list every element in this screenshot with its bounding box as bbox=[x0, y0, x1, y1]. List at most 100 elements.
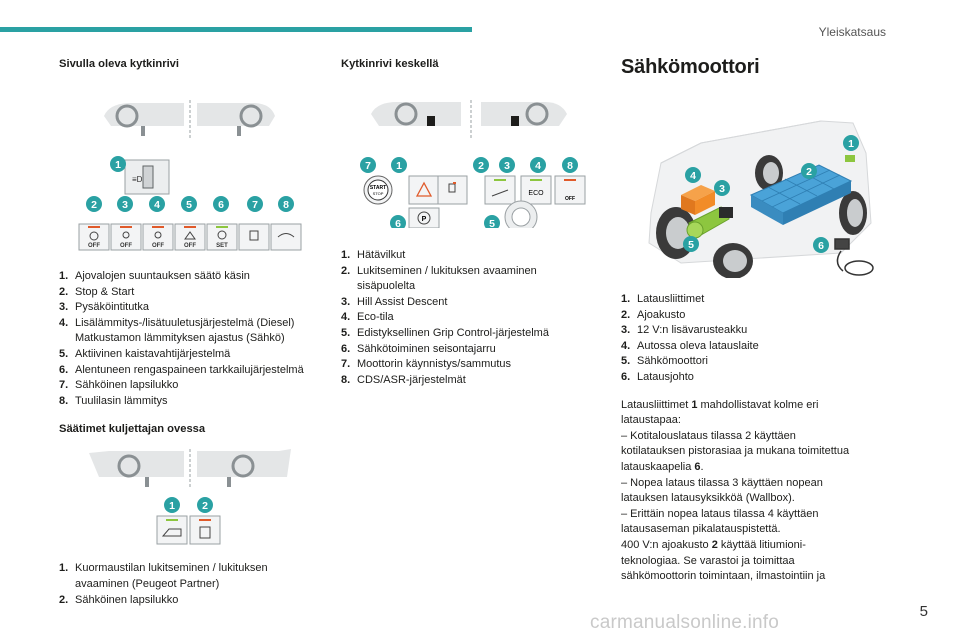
badge-5 bbox=[683, 236, 699, 252]
centre-switches-list: 1.Hätävilkut 2.Lukitseminen / lukituksen… bbox=[341, 248, 591, 388]
list-item: 4.Autossa oleva latauslaite bbox=[621, 339, 759, 352]
badge-8 bbox=[562, 157, 578, 173]
svg-text:OFF: OFF bbox=[88, 243, 100, 249]
side-switch-buttons: OFF OFF OFF OFF SET bbox=[78, 223, 302, 251]
svg-text:1: 1 bbox=[396, 160, 402, 172]
charging-cable bbox=[834, 238, 874, 276]
svg-text:1: 1 bbox=[169, 500, 175, 512]
onboard-charger bbox=[681, 185, 715, 215]
svg-text:P: P bbox=[422, 216, 427, 223]
list-item: 6.Latausjohto bbox=[621, 370, 694, 383]
badge-6 bbox=[813, 237, 829, 253]
svg-text:OFF: OFF bbox=[565, 196, 575, 202]
auxiliary-battery bbox=[719, 207, 733, 218]
badge-1 bbox=[164, 497, 180, 514]
badge-2 bbox=[86, 196, 102, 212]
list-item: 2.Sähköinen lapsilukko bbox=[59, 593, 179, 606]
badge-2-label: 2 bbox=[91, 199, 97, 211]
badge-5 bbox=[181, 196, 197, 212]
electric-motor-illustration: 1 2 3 4 5 6 bbox=[648, 120, 874, 278]
hazard-icon bbox=[415, 181, 433, 197]
svg-text:2: 2 bbox=[806, 166, 812, 178]
badge-3 bbox=[714, 180, 730, 196]
driver-door-list: 1.Kuormaustilan lukitseminen / lukitukse… bbox=[59, 561, 309, 608]
badge-1 bbox=[110, 156, 126, 172]
section-title: Yleiskatsaus bbox=[818, 25, 886, 39]
badge-4 bbox=[530, 157, 546, 173]
heading-driver-door: Säätimet kuljettajan ovessa bbox=[59, 423, 206, 436]
svg-text:OFF: OFF bbox=[152, 243, 164, 249]
svg-text:OFF: OFF bbox=[184, 243, 196, 249]
badge-7-label: 7 bbox=[252, 199, 258, 211]
svg-text:ECO: ECO bbox=[528, 190, 544, 197]
svg-text:≡D: ≡D bbox=[132, 175, 143, 184]
list-item: 7.Sähköinen lapsilukko bbox=[59, 379, 179, 392]
list-item: 4.Lisälämmitys-/lisätuuletusjärjestelmä … bbox=[59, 316, 295, 345]
badge-4-label: 4 bbox=[154, 199, 160, 211]
side-switches-list: 1.Ajovalojen suuntauksen säätö käsin 2.S… bbox=[59, 269, 309, 409]
badge-6 bbox=[390, 215, 406, 228]
badge-4 bbox=[685, 167, 701, 183]
list-item: 4.Eco-tila bbox=[341, 311, 394, 324]
list-item: 5.Edistyksellinen Grip Control-järjestel… bbox=[341, 326, 549, 339]
svg-text:5: 5 bbox=[688, 239, 694, 251]
list-item: 8.Tuulilasin lämmitys bbox=[59, 394, 168, 407]
list-item: 8.CDS/ASR-järjestelmät bbox=[341, 373, 466, 386]
svg-text:3: 3 bbox=[504, 160, 510, 172]
parking-brake-icon bbox=[417, 211, 431, 225]
svg-text:8: 8 bbox=[567, 160, 573, 172]
badge-8-label: 8 bbox=[283, 199, 289, 211]
side-switches-illustration: ≡D 1 2 3 4 5 6 7 8 bbox=[86, 100, 294, 212]
start-stop-button: START STOP bbox=[363, 175, 393, 205]
list-item: 3.Hill Assist Descent bbox=[341, 295, 448, 308]
badge-2 bbox=[197, 497, 213, 514]
svg-text:STOP: STOP bbox=[373, 191, 384, 196]
list-item: 1.Latausliittimet bbox=[621, 293, 705, 305]
badge-7 bbox=[247, 196, 263, 212]
list-item: 5.Sähkömoottori bbox=[621, 355, 708, 368]
list-item: 2.Ajoakusto bbox=[621, 308, 686, 321]
badge-1-label: 1 bbox=[115, 159, 121, 171]
right-column: Sähkömoottori bbox=[621, 56, 891, 585]
badge-5 bbox=[484, 215, 500, 228]
svg-text:4: 4 bbox=[690, 170, 696, 182]
svg-text:4: 4 bbox=[535, 160, 541, 172]
charging-description: Latausliittimet 1 mahdollistavat kolme e… bbox=[621, 398, 850, 583]
list-item: 3.Pysäköintitutka bbox=[59, 301, 149, 314]
page-number: 5 bbox=[919, 603, 928, 620]
badge-2 bbox=[801, 163, 817, 179]
badge-5-label: 5 bbox=[186, 199, 192, 211]
list-item: 5.Aktiivinen kaistavahtijärjestelmä bbox=[59, 347, 231, 360]
svg-text:1: 1 bbox=[848, 138, 854, 150]
dashboard-right-icon bbox=[197, 103, 275, 136]
badge-2 bbox=[473, 157, 489, 173]
badge-8 bbox=[278, 196, 294, 212]
watermark: carmanualsonline.info bbox=[590, 612, 780, 633]
svg-text:SET: SET bbox=[216, 243, 228, 249]
svg-text:OFF: OFF bbox=[120, 243, 132, 249]
driver-door-illustration: 1 2 bbox=[89, 449, 291, 545]
badge-6-label: 6 bbox=[218, 199, 224, 211]
list-item: 2.Stop & Start bbox=[59, 285, 135, 298]
badge-7 bbox=[360, 157, 376, 173]
list-item: 1.Hätävilkut bbox=[341, 249, 406, 261]
charging-socket bbox=[845, 155, 855, 162]
svg-text:5: 5 bbox=[489, 218, 495, 228]
heading-electric-motor: Sähkömoottori bbox=[621, 56, 760, 78]
list-item: 1.Ajovalojen suuntauksen säätö käsin bbox=[59, 270, 250, 282]
dashboard-left-icon bbox=[104, 103, 184, 136]
heading-centre-switches: Kytkinrivi keskellä bbox=[341, 58, 439, 70]
badge-3-label: 3 bbox=[122, 199, 128, 211]
badge-3 bbox=[499, 157, 515, 173]
list-item: 6.Alentuneen rengaspaineen tarkkailujärj… bbox=[59, 363, 304, 376]
electric-motor-list: 1.Latausliittimet 2.Ajoakusto 3.12 V:n l… bbox=[621, 292, 891, 386]
badge-6 bbox=[213, 196, 229, 212]
svg-text:2: 2 bbox=[478, 160, 484, 172]
svg-text:7: 7 bbox=[365, 160, 371, 172]
badge-1 bbox=[843, 135, 859, 151]
list-item: 7.Moottorin käynnistys/sammutus bbox=[341, 358, 512, 371]
badge-4 bbox=[149, 196, 165, 212]
badge-3 bbox=[117, 196, 133, 212]
list-item: 3.12 V:n lisävarusteakku bbox=[621, 324, 748, 337]
svg-text:6: 6 bbox=[818, 240, 824, 252]
